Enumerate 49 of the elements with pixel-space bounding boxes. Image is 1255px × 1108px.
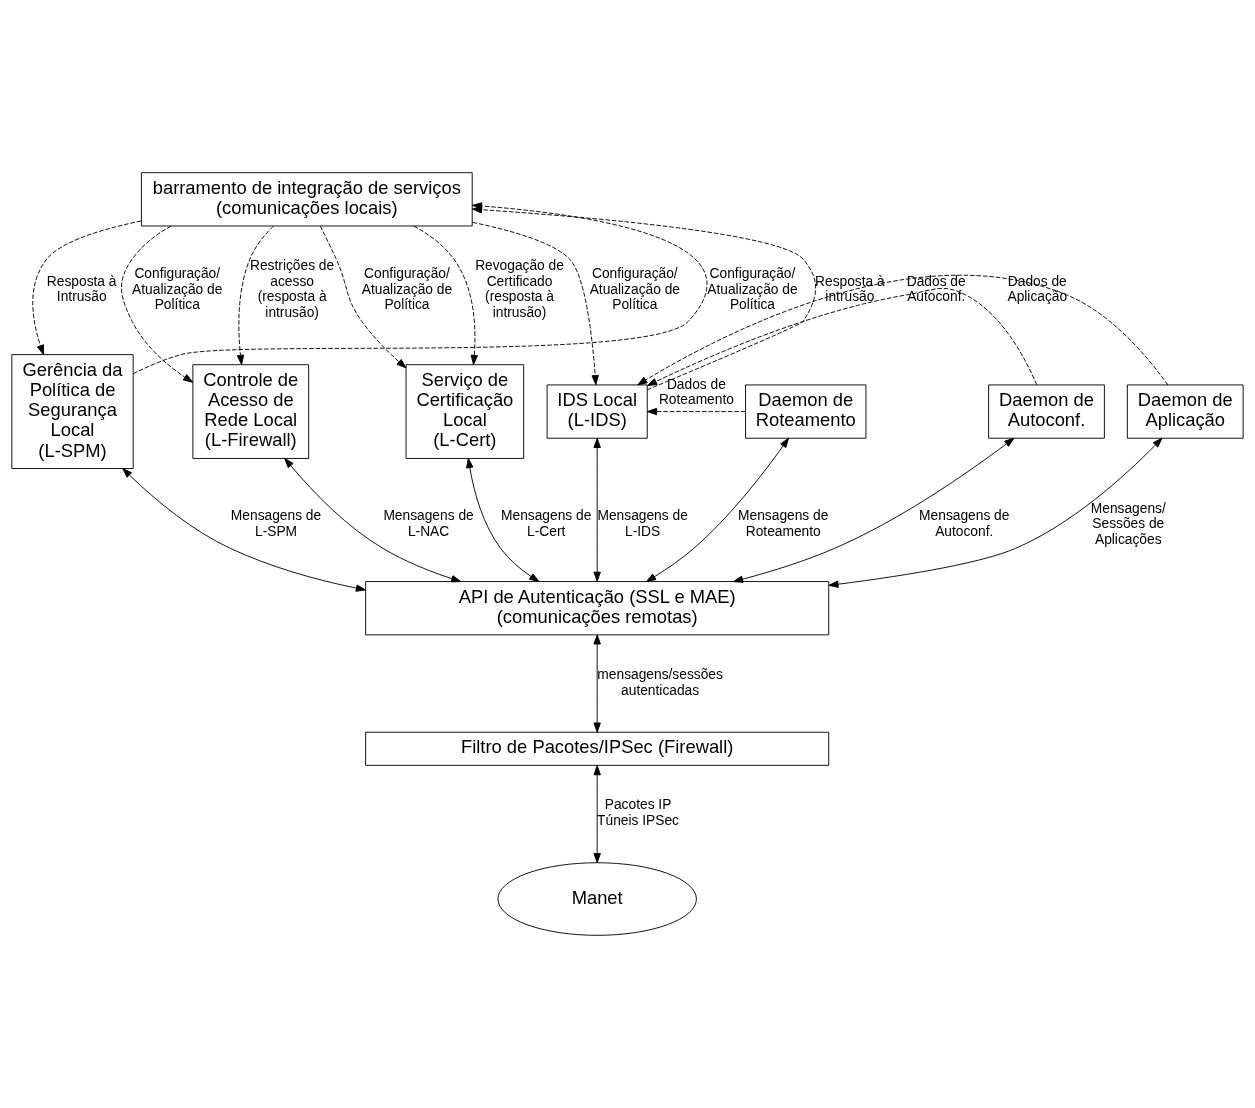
node-box: Daemon de Autoconf.	[988, 384, 1105, 439]
arrow	[122, 468, 366, 592]
arrow	[284, 458, 462, 583]
node-box: Gerência da Política de Segurança Local (L-SPM)	[11, 354, 134, 469]
node-box: Serviço de Certificação Local (L-Cert)	[405, 364, 525, 459]
arrow	[637, 274, 1169, 386]
arrow	[646, 407, 746, 416]
arrow	[413, 225, 478, 365]
arrow	[319, 225, 407, 369]
arrow	[121, 225, 194, 383]
edge-label: Mensagens de L-NAC	[383, 508, 474, 540]
arrow	[466, 458, 540, 582]
edge-label: Mensagens de Roteamento	[738, 508, 829, 540]
edge-label: Configuração/ Atualização de Política	[707, 265, 798, 313]
edge-label: Mensagens de L-IDS	[597, 508, 688, 540]
edge-label: Resposta à intrusão	[815, 273, 885, 305]
node-ellipse: Manet	[497, 862, 697, 936]
arrow	[236, 225, 274, 365]
arrow	[593, 437, 601, 582]
arrow	[32, 220, 142, 355]
edge-label: Configuração/ Atualização de Política	[132, 265, 223, 313]
arrow	[828, 437, 1163, 588]
edge-label: Configuração/ Atualização de Política	[589, 265, 681, 313]
node-box: Controle de Acesso de Rede Local (L-Firewall)	[192, 364, 310, 459]
arrow	[593, 765, 601, 864]
edge-label: Restrições de acesso (resposta à intrusão)	[250, 258, 335, 320]
edge-label: mensagens/sessões autenticadas	[597, 666, 723, 698]
node-box: API de Autenticação (SSL e MAE) (comunicações remotas)	[365, 581, 830, 636]
arrow	[593, 634, 601, 733]
edge-label: Dados de Aplicação	[1007, 273, 1068, 305]
arrow	[472, 206, 817, 391]
edge-label: Mensagens de L-SPM	[230, 508, 322, 540]
arrow	[472, 221, 599, 386]
node-box: barramento de integração de serviços (comunicações locais)	[140, 172, 473, 227]
arrow	[646, 437, 789, 582]
node-box: IDS Local (L-IDS)	[546, 384, 648, 439]
arrow	[647, 287, 1038, 387]
edge-label: Dados de Autoconf.	[906, 273, 966, 305]
edge-label: Mensagens de Autoconf.	[919, 508, 1010, 540]
node-box: Daemon de Roteamento	[745, 384, 867, 439]
edge-label: Revogação de Certificado (resposta à intrusão)	[475, 258, 564, 320]
node-box: Filtro de Pacotes/IPSec (Firewall)	[365, 731, 830, 766]
node-box: Daemon de Aplicação	[1126, 384, 1244, 439]
edge-label: Configuração/ Atualização de Política	[361, 265, 453, 313]
arrow	[733, 437, 1015, 583]
edge-label: Resposta à Intrusão	[46, 273, 117, 305]
edge-label: Dados de Roteamento	[658, 376, 734, 408]
edge-label: Mensagens de L-Cert	[501, 508, 592, 540]
edge-label: Mensagens/ Sessões de Aplicações	[1090, 500, 1166, 547]
